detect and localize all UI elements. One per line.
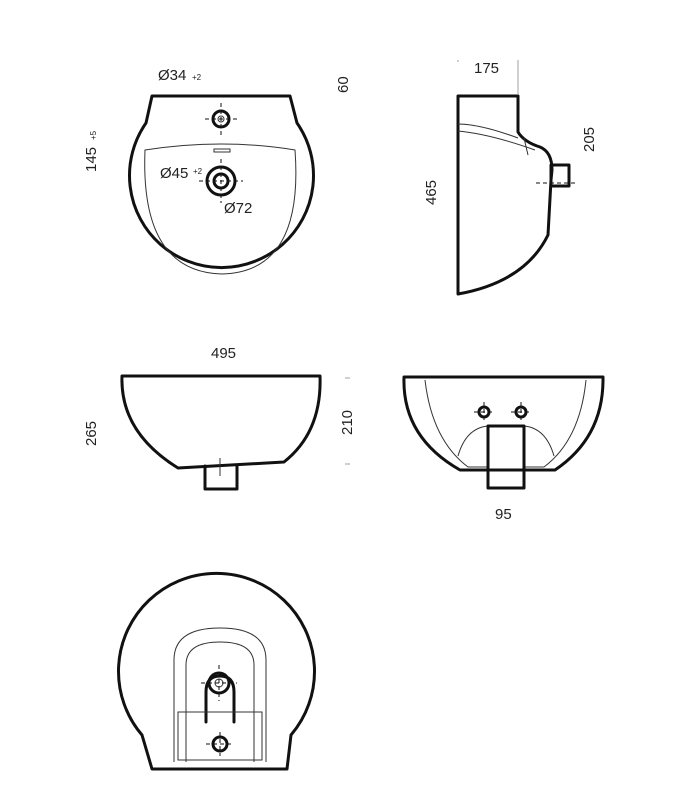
side-view-rim-line (457, 123, 519, 139)
dim-bowl-height: 210 (339, 410, 356, 435)
dim-width: 495 (211, 345, 236, 362)
dim-drain-tolerance: +2 (193, 167, 203, 176)
top-view-overflow-slot (213, 148, 231, 153)
dim-side-depth: 175 (474, 60, 499, 77)
side-view-tick (523, 137, 529, 156)
bottom-view-inner-rim (173, 627, 267, 762)
rear-view-waste-body (486, 424, 526, 490)
front-view-outline (120, 374, 322, 470)
rear-view-inner-contour (424, 379, 587, 468)
dim-tap-hole-tolerance: +2 (192, 73, 202, 82)
front-view: 495 265 210 (83, 345, 356, 491)
dim-fixing-spacing: 95 (495, 506, 512, 523)
rear-fixing-hole-left (474, 402, 494, 422)
bottom-view-outline (117, 571, 316, 771)
front-view-waste-spigot (203, 464, 239, 491)
tap-hole-symbol (205, 103, 237, 135)
side-view: 175 205 465 (423, 60, 598, 296)
dim-drain-outer-diameter: Ø72 (224, 200, 252, 217)
dim-tap-hole-offset: 145 (83, 147, 100, 172)
side-view-rim-line-2 (457, 130, 536, 151)
rear-view: 95 (402, 375, 605, 523)
dim-side-height: 465 (423, 180, 440, 205)
bottom-view-waste-channel (204, 674, 236, 724)
side-view-waste-outlet (549, 163, 571, 188)
drain-hole-symbol (199, 159, 243, 203)
dim-total-height: 265 (83, 421, 100, 446)
bottom-fixing-symbol (206, 732, 234, 756)
bottom-view (117, 571, 316, 771)
top-view-bowl (144, 143, 297, 275)
rear-view-outline (402, 375, 605, 472)
dim-tap-hole-diameter: Ø34 (158, 67, 186, 84)
top-view: Ø34 +2 Ø45 +2 Ø72 145 +5 60 (83, 67, 352, 275)
bottom-view-recess (177, 711, 263, 761)
dim-waste-height: 205 (581, 127, 598, 152)
dim-back-depth: 60 (335, 76, 352, 93)
side-view-outline (456, 94, 554, 296)
top-view-outline (128, 94, 315, 269)
bottom-drain-symbol (201, 665, 237, 701)
dim-drain-diameter: Ø45 (160, 165, 188, 182)
bottom-view-inner-rim-2 (185, 641, 255, 762)
dim-tap-hole-offset-tolerance: +5 (89, 130, 98, 140)
rear-fixing-hole-right (511, 402, 531, 422)
